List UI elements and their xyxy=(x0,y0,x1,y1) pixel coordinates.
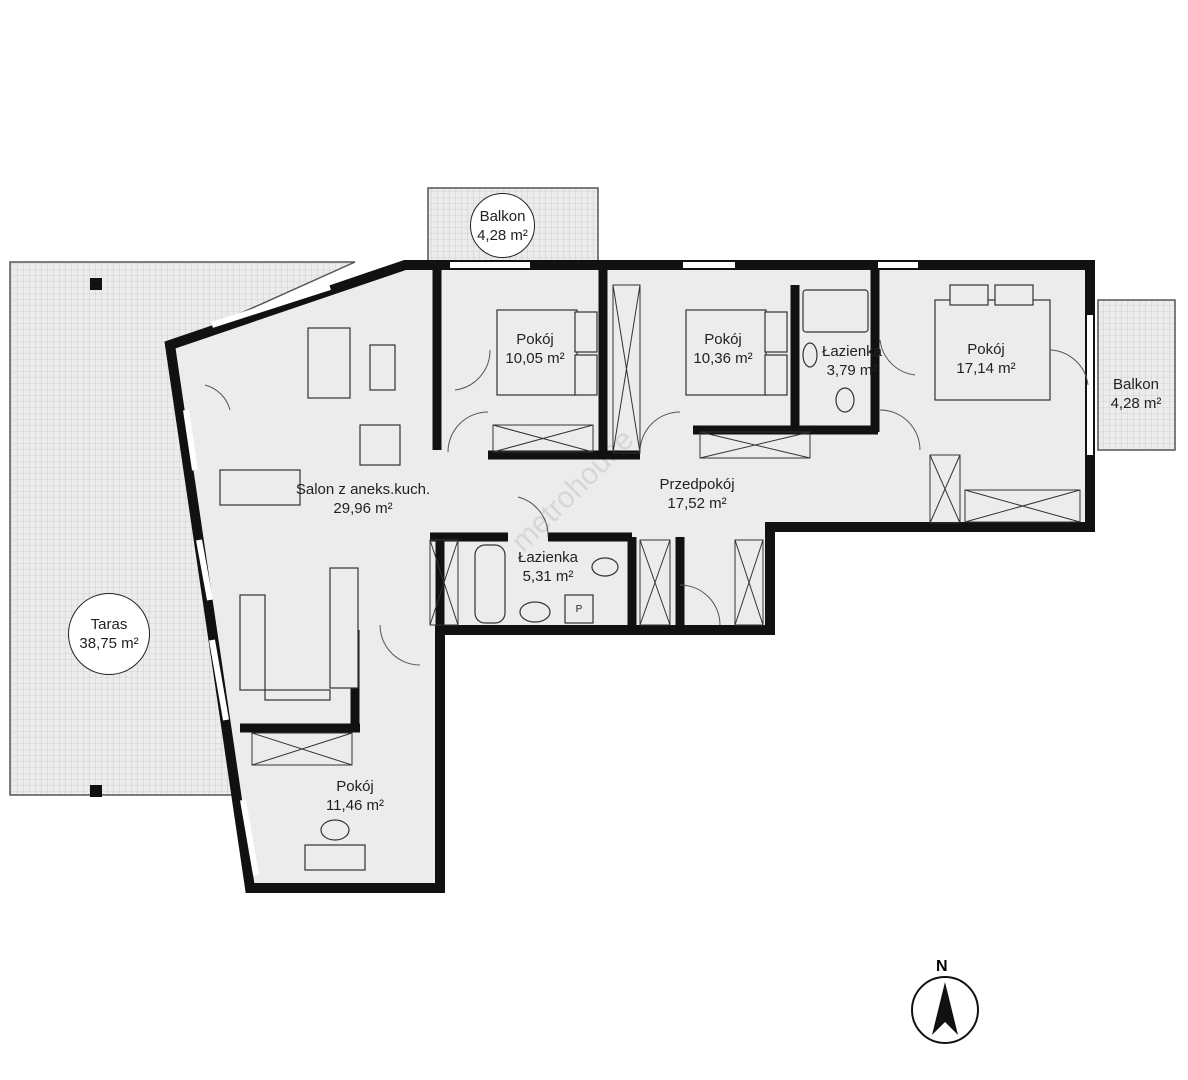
compass-north-label: N xyxy=(936,958,948,975)
boiler-label: P xyxy=(575,604,583,615)
balcony-right xyxy=(1097,299,1176,451)
north-compass-icon xyxy=(911,976,979,1044)
terrace-post xyxy=(90,278,102,290)
room-salon: Salon z aneks.kuch.29,96 m² xyxy=(295,481,431,517)
